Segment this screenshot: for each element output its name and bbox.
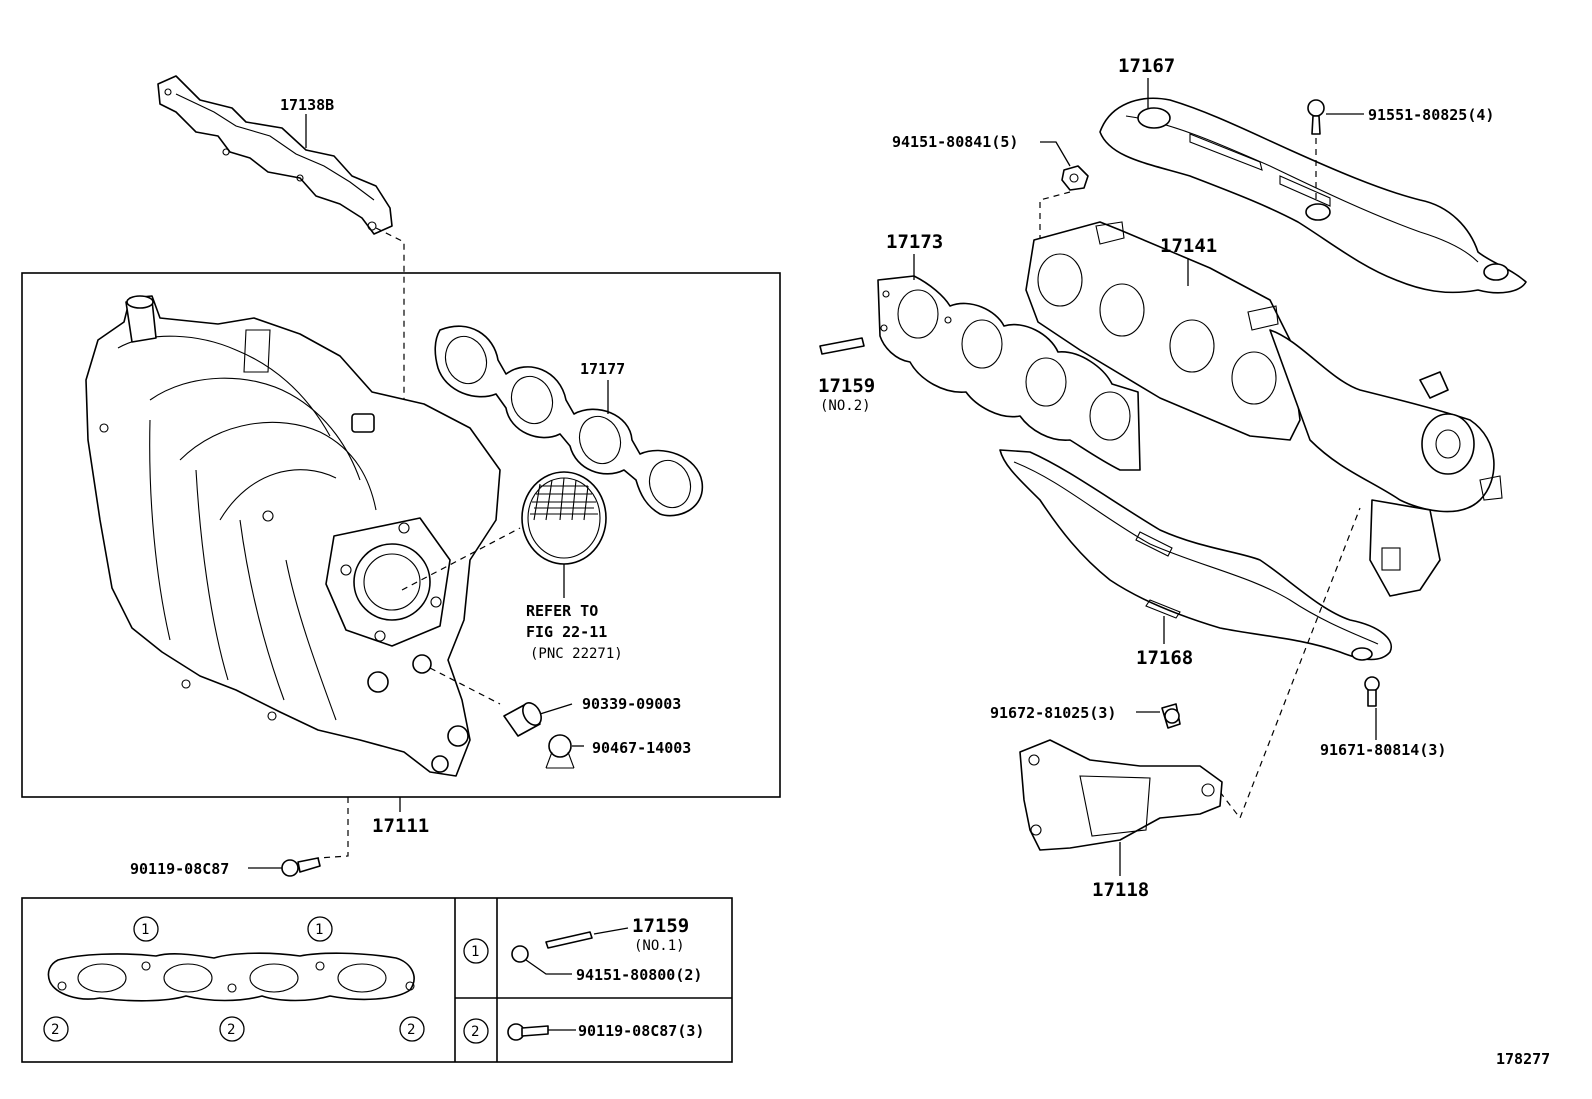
label-refer-fig: FIG 22-11 bbox=[526, 623, 607, 641]
intake-manifold-box bbox=[21, 272, 781, 798]
part-17167-upper-insulator bbox=[1099, 97, 1527, 294]
part-throttle-gasket-refer bbox=[521, 471, 607, 565]
label-90339: 90339-09003 bbox=[582, 695, 681, 713]
part-17168-lower-insulator bbox=[999, 449, 1392, 661]
figure-number: 178277 bbox=[1496, 1050, 1550, 1068]
label-refer-pnc: (PNC 22271) bbox=[530, 646, 623, 662]
label-91551: 91551-80825(4) bbox=[1368, 106, 1494, 124]
label-17141: 17141 bbox=[1160, 235, 1217, 257]
marker-2-legend: 2 bbox=[463, 1018, 489, 1044]
marker-1-right: 1 bbox=[307, 916, 333, 942]
part-17138b-insulator bbox=[157, 75, 393, 235]
part-17173-exhaust-gasket bbox=[877, 275, 1141, 471]
part-94151-80800-nut bbox=[511, 945, 529, 963]
label-17118: 17118 bbox=[1092, 879, 1149, 901]
marker-2-right: 2 bbox=[399, 1016, 425, 1042]
label-94151-80841: 94151-80841(5) bbox=[892, 133, 1018, 151]
label-91672: 91672-81025(3) bbox=[990, 704, 1116, 722]
svg-text:1: 1 bbox=[315, 922, 323, 938]
part-90119-bolt bbox=[281, 857, 321, 877]
svg-text:1: 1 bbox=[141, 922, 149, 938]
svg-text:1: 1 bbox=[471, 944, 479, 960]
label-refer-to: REFER TO bbox=[526, 602, 598, 620]
label-17177: 17177 bbox=[580, 360, 625, 378]
part-91551-bolt bbox=[1307, 99, 1325, 135]
marker-2-left: 2 bbox=[43, 1016, 69, 1042]
label-17159-no2: 17159 bbox=[818, 375, 875, 397]
label-17167: 17167 bbox=[1118, 55, 1175, 77]
part-90467-clip bbox=[545, 734, 575, 769]
part-17118-stay bbox=[1019, 739, 1223, 851]
svg-text:2: 2 bbox=[471, 1024, 479, 1040]
legend-label-94151: 94151-80800(2) bbox=[576, 966, 702, 984]
part-17141-exhaust-manifold bbox=[1025, 221, 1503, 597]
part-90339-plug bbox=[503, 702, 542, 737]
legend-label-17159: 17159 bbox=[632, 915, 689, 937]
svg-text:2: 2 bbox=[51, 1022, 59, 1038]
marker-1-left: 1 bbox=[133, 916, 159, 942]
label-91671: 91671-80814(3) bbox=[1320, 741, 1446, 759]
svg-text:2: 2 bbox=[407, 1022, 415, 1038]
marker-2-center: 2 bbox=[219, 1016, 245, 1042]
label-17138b: 17138B bbox=[280, 96, 334, 114]
part-17159-no1-stud bbox=[545, 931, 593, 949]
legend-label-90119: 90119-08C87(3) bbox=[578, 1022, 704, 1040]
marker-1-legend: 1 bbox=[463, 938, 489, 964]
label-90119: 90119-08C87 bbox=[130, 860, 229, 878]
svg-text:2: 2 bbox=[227, 1022, 235, 1038]
label-90467: 90467-14003 bbox=[592, 739, 691, 757]
part-17111-intake-manifold bbox=[85, 295, 501, 777]
label-17173: 17173 bbox=[886, 231, 943, 253]
part-17159-no2-stud bbox=[819, 337, 865, 355]
legend-label-no1: (NO.1) bbox=[634, 938, 685, 954]
legend-box: 1 1 2 2 2 1 2 17159 (NO.1) bbox=[21, 897, 733, 1063]
label-17159-no2-sub: (NO.2) bbox=[820, 398, 871, 414]
part-94151-80841-nut bbox=[1061, 165, 1089, 191]
part-91671-bolt bbox=[1364, 676, 1380, 707]
part-91672-bolt bbox=[1161, 703, 1181, 729]
part-17177-gasket bbox=[434, 325, 703, 517]
label-17111: 17111 bbox=[372, 815, 429, 837]
label-17168: 17168 bbox=[1136, 647, 1193, 669]
